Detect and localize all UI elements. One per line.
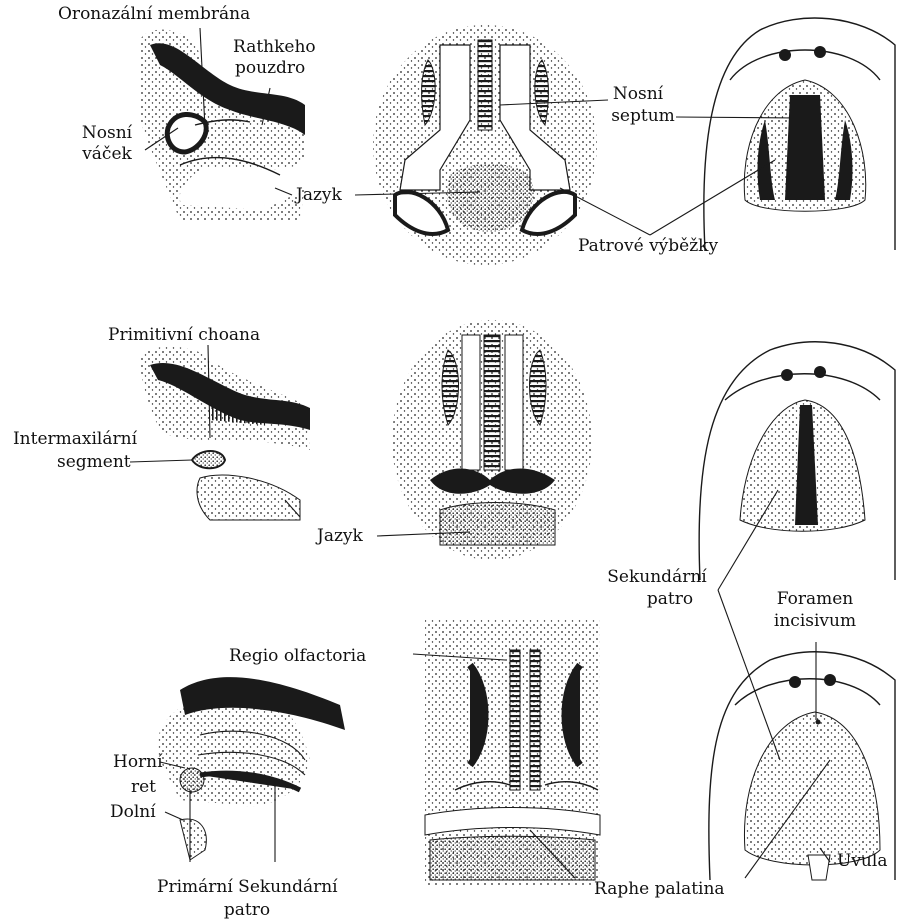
label-septum: septum [608,107,678,126]
label-uvula: Uvula [837,852,887,871]
label-segment: segment [57,453,131,472]
label-vacek: váček [77,145,137,164]
label-horni: Horní [113,753,163,772]
label-regio-olfactoria: Regio olfactoria [229,647,366,666]
label-dolni: Dolní [110,803,156,822]
label-pouzdro: pouzdro [235,59,305,78]
label-nosni-septum-1: Nosní [598,85,678,104]
label-patrove-vybezky: Patrové výběžky [578,237,718,256]
palate-view-2 [699,342,895,580]
label-foramen: Foramen [765,590,865,609]
palate-view-3 [709,652,895,880]
label-nosni-vacek-1: Nosní [77,124,137,143]
label-raphe-palatina: Raphe palatina [594,880,725,899]
label-patro-1: patro [640,590,700,609]
label-rathkeho: Rathkeho [233,38,303,57]
coronal-section-3 [425,620,600,885]
coronal-section-1 [373,25,597,265]
label-intermaxilarni: Intermaxilární [0,430,150,449]
label-primarni-sekundarni: Primární Sekundární [157,878,338,897]
label-sekundarni: Sekundární [607,568,707,587]
palate-view-1 [704,18,895,250]
coronal-section-2 [392,320,592,560]
label-oronazalni-membrana: Oronazální membrána [58,5,250,24]
label-jazyk-1: Jazyk [296,186,342,205]
sagittal-section-2 [140,347,310,520]
label-patro-2: patro [217,901,277,920]
label-incisivum: incisivum [765,612,865,631]
label-ret: ret [131,778,156,797]
label-jazyk-2: Jazyk [317,527,363,546]
sagittal-section-3 [158,677,345,860]
label-primitivni-choana: Primitivní choana [108,326,260,345]
